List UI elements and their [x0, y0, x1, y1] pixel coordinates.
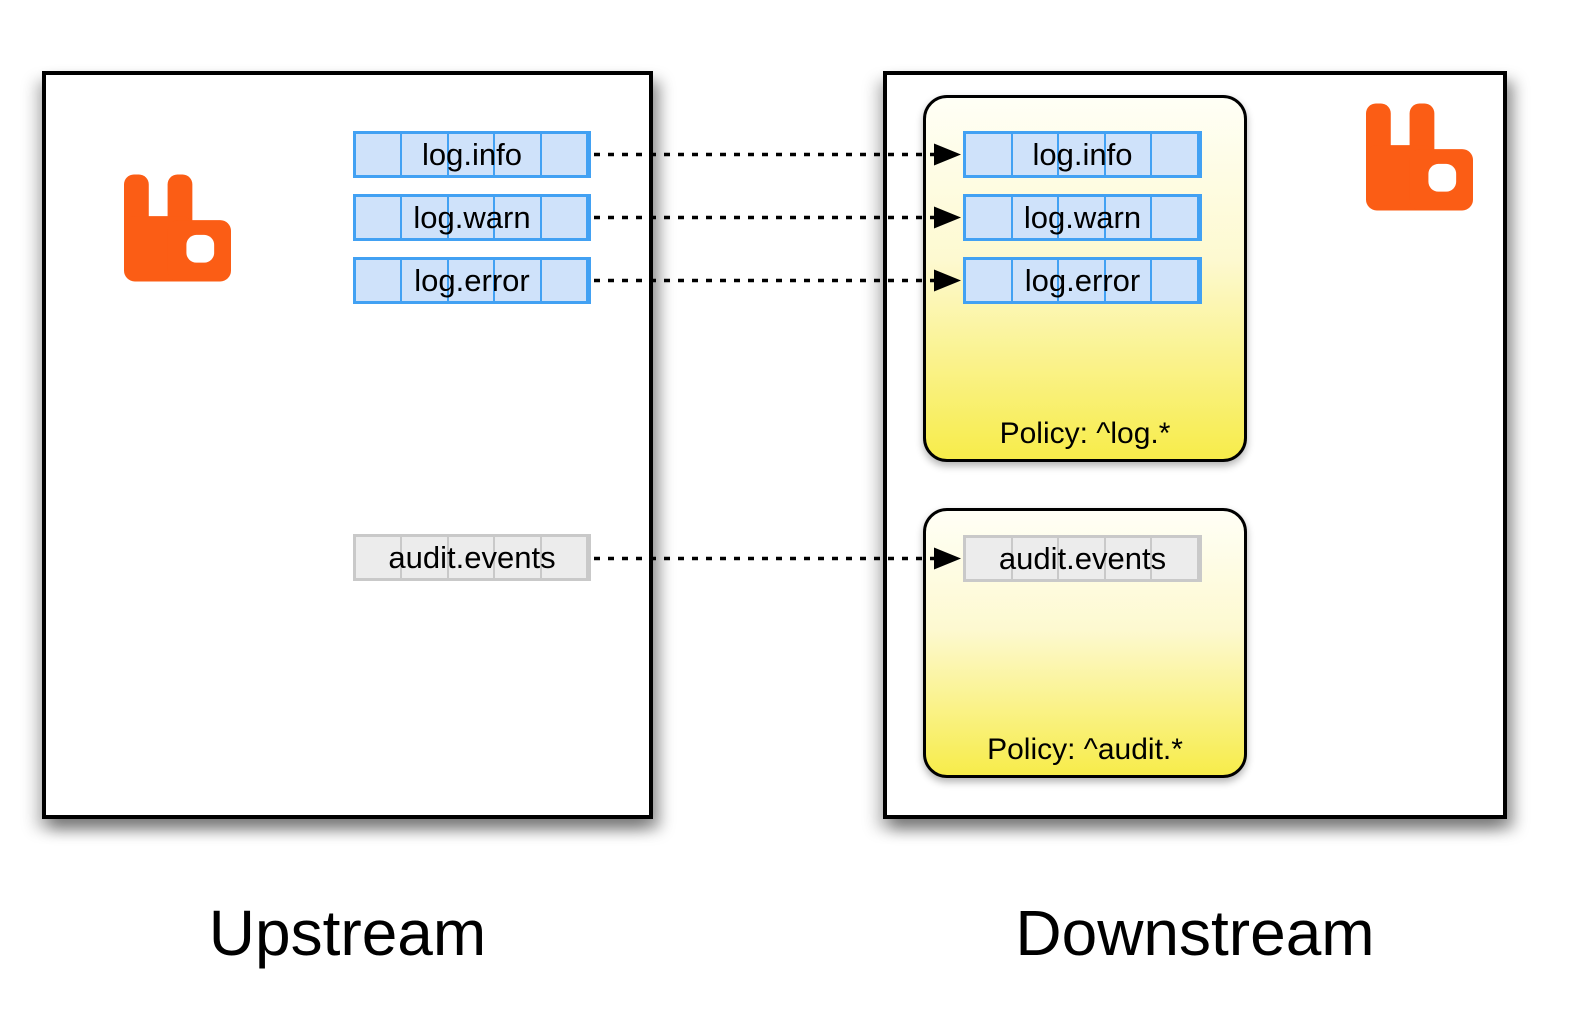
downstream-queue-audit-events: audit.events: [963, 535, 1202, 582]
queue-segment: [1059, 134, 1106, 175]
queue-segment: [966, 197, 1013, 238]
queue-segment: [449, 134, 496, 175]
queue-segment: [542, 197, 589, 238]
upstream-queue-log-info: log.info: [353, 131, 591, 178]
queue-segment: [542, 134, 589, 175]
queue-name: audit.events: [998, 541, 1167, 576]
queue-segment: [402, 197, 449, 238]
queue-segment: [356, 134, 403, 175]
queue-segment: [402, 134, 449, 175]
queue-segment: [1059, 197, 1106, 238]
queue-name: log.error: [414, 263, 530, 298]
rabbitmq-logo-icon: [1366, 103, 1473, 211]
queue-segment: [449, 537, 496, 578]
queue-segment: [966, 538, 1013, 579]
queue-segment: [402, 537, 449, 578]
queue-segment: [1152, 134, 1199, 175]
queue-segment: [449, 260, 496, 301]
queue-name: log.warn: [1023, 200, 1142, 235]
queue-segment: [1013, 197, 1060, 238]
queue-name: log.warn: [413, 200, 531, 235]
queue-segment: [1106, 538, 1153, 579]
queue-segment: [356, 197, 403, 238]
queue-segment: [495, 260, 542, 301]
queue-segment: [1106, 260, 1153, 301]
queue-segment: [1059, 538, 1106, 579]
queue-segment: [1152, 260, 1199, 301]
queue-segment: [966, 134, 1013, 175]
queue-segment: [402, 260, 449, 301]
queue-name: log.info: [1032, 137, 1133, 172]
queue-segment: [966, 260, 1013, 301]
policy-label: Policy: ^audit.*: [987, 733, 1183, 766]
downstream-queue-log-warn: log.warn: [963, 194, 1202, 241]
upstream-queue-audit-events: audit.events: [353, 534, 591, 581]
queue-segment: [542, 260, 589, 301]
queue-segment: [356, 537, 403, 578]
queue-segment: [1013, 260, 1060, 301]
queue-segment: [495, 197, 542, 238]
upstream-broker-box: [42, 71, 653, 819]
queue-segment: [356, 260, 403, 301]
queue-segment: [495, 537, 542, 578]
queue-segment: [1106, 134, 1153, 175]
queue-name: audit.events: [388, 540, 556, 575]
queue-segment: [1013, 134, 1060, 175]
queue-segment: [1013, 538, 1060, 579]
queue-segment: [495, 134, 542, 175]
rabbitmq-logo-icon: [124, 174, 231, 282]
upstream-caption: Upstream: [208, 897, 487, 969]
queue-segment: [1059, 260, 1106, 301]
queue-name: log.error: [1024, 263, 1141, 298]
queue-segment: [1152, 197, 1199, 238]
upstream-queue-log-error: log.error: [353, 257, 591, 304]
downstream-caption: Downstream: [1015, 897, 1375, 969]
upstream-queue-log-warn: log.warn: [353, 194, 591, 241]
queue-segment: [1152, 538, 1199, 579]
downstream-queue-log-info: log.info: [963, 131, 1202, 178]
queue-segment: [449, 197, 496, 238]
queue-segment: [1106, 197, 1153, 238]
policy-label: Policy: ^log.*: [999, 417, 1171, 450]
queue-segment: [542, 537, 589, 578]
queue-name: log.info: [422, 137, 522, 172]
downstream-queue-log-error: log.error: [963, 257, 1202, 304]
